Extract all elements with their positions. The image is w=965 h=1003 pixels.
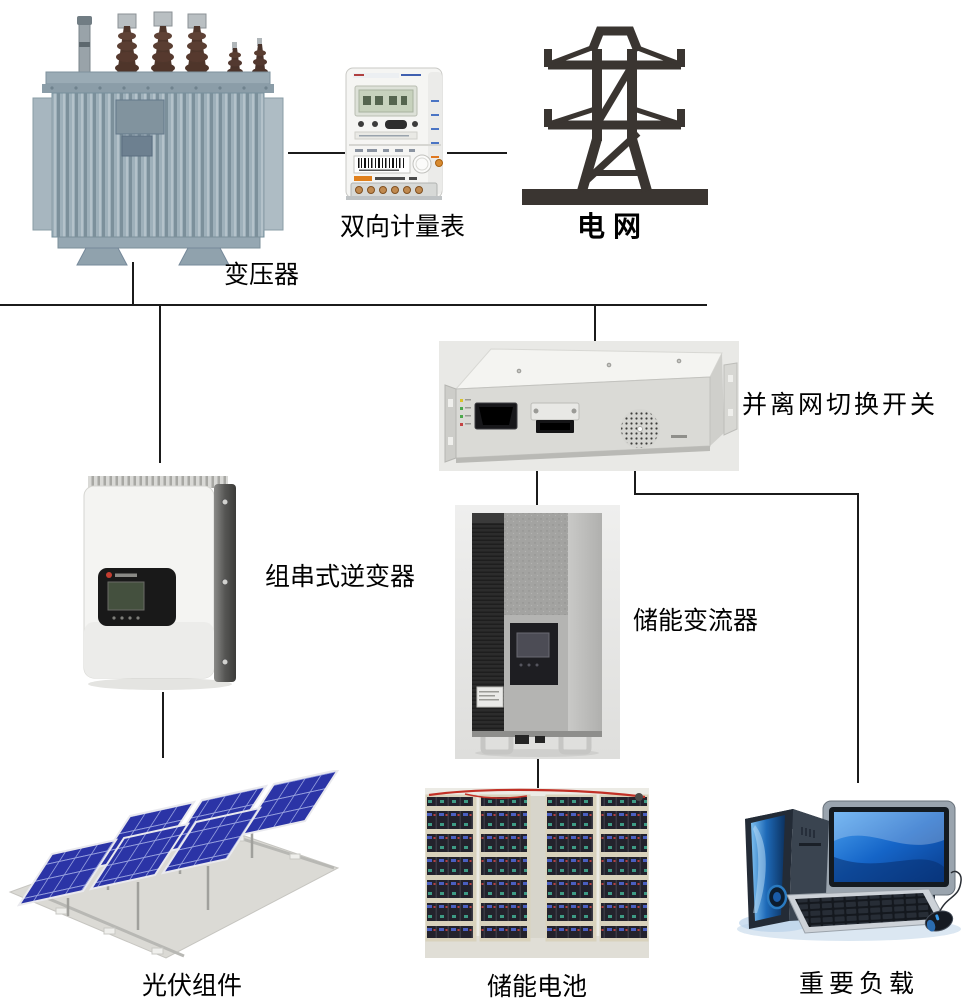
edge-converter-battery: [537, 757, 539, 789]
hv-bushings: [115, 26, 209, 74]
transformer-image: [32, 11, 284, 266]
label-pv-modules: 光伏组件: [142, 973, 243, 1000]
storage-battery-image: [425, 788, 649, 958]
monitor: [822, 800, 956, 919]
edge-transformer-bus: [132, 262, 134, 305]
keyboard: [786, 888, 948, 934]
battery-racks: [425, 794, 649, 942]
edge-switch-load-v1: [634, 467, 636, 495]
tower: [745, 809, 829, 929]
edge-transformer-meter: [288, 152, 345, 154]
storage-converter-image: [455, 505, 620, 759]
mouse: [924, 870, 962, 932]
label-transformer: 变压器: [224, 262, 300, 289]
edge-meter-grid: [447, 152, 507, 154]
edge-bus-inverter: [159, 306, 161, 463]
meter-image: [345, 67, 443, 200]
label-storage-battery: 储能电池: [487, 974, 588, 1001]
label-string-inverter: 组串式逆变器: [265, 564, 416, 591]
edge-switch-load-h: [634, 493, 859, 495]
critical-load-image: [737, 800, 962, 941]
status-leds: [460, 399, 471, 426]
edge-switch-converter: [536, 467, 538, 508]
label-grid: 电网: [577, 211, 650, 242]
label-meter: 双向计量表: [340, 214, 466, 241]
edge-bus: [0, 304, 707, 306]
grid-tower-icon: [522, 26, 708, 205]
edge-inverter-pv: [162, 692, 164, 758]
label-storage-converter: 储能变流器: [633, 608, 759, 635]
transfer-switch-image: [439, 341, 739, 471]
pv-panels: [16, 770, 340, 907]
edge-switch-load-v2: [857, 493, 859, 783]
edge-bus-switch: [594, 306, 596, 343]
label-transfer-switch: 并离网切换开关: [742, 392, 939, 419]
pv-modules-image: [8, 770, 340, 959]
label-critical-load: 重要负载: [799, 971, 920, 998]
string-inverter-image: [83, 476, 236, 690]
battery-cables: [428, 788, 646, 799]
